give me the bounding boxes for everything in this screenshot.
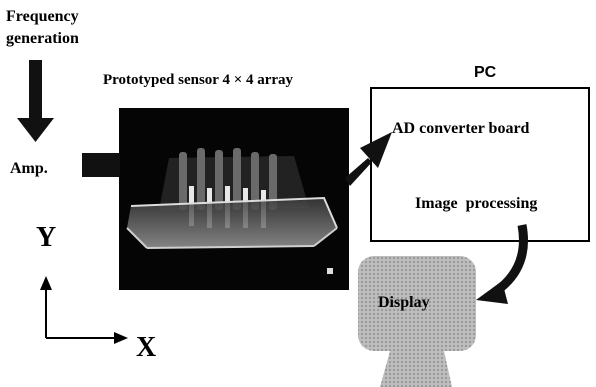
sensor-photo — [119, 108, 349, 290]
xy-axes — [40, 276, 128, 344]
amp-label: Amp. — [10, 160, 48, 177]
frequency-down-arrow — [17, 60, 54, 142]
ad-converter-label: AD converter board — [392, 120, 530, 137]
display-label: Display — [378, 294, 430, 311]
frequency-generation-label: Frequency generation — [6, 6, 79, 50]
frequency-label-line2: generation — [6, 30, 79, 47]
processing-to-display-arrow — [476, 224, 528, 304]
sensor-caption: Prototyped sensor 4 × 4 array — [103, 72, 294, 88]
amp-to-sensor-connector — [82, 153, 120, 177]
sensor-device-illustration — [126, 148, 338, 274]
axis-x-label: X — [136, 332, 157, 363]
axis-y-label: Y — [36, 222, 57, 253]
pc-label: PC — [474, 64, 497, 81]
image-processing-label: Image processing — [415, 195, 538, 212]
sensor-to-pc-arrow — [345, 132, 392, 186]
frequency-label-line1: Frequency — [6, 8, 79, 25]
monitor-icon — [358, 256, 476, 387]
pc-box — [370, 87, 590, 242]
